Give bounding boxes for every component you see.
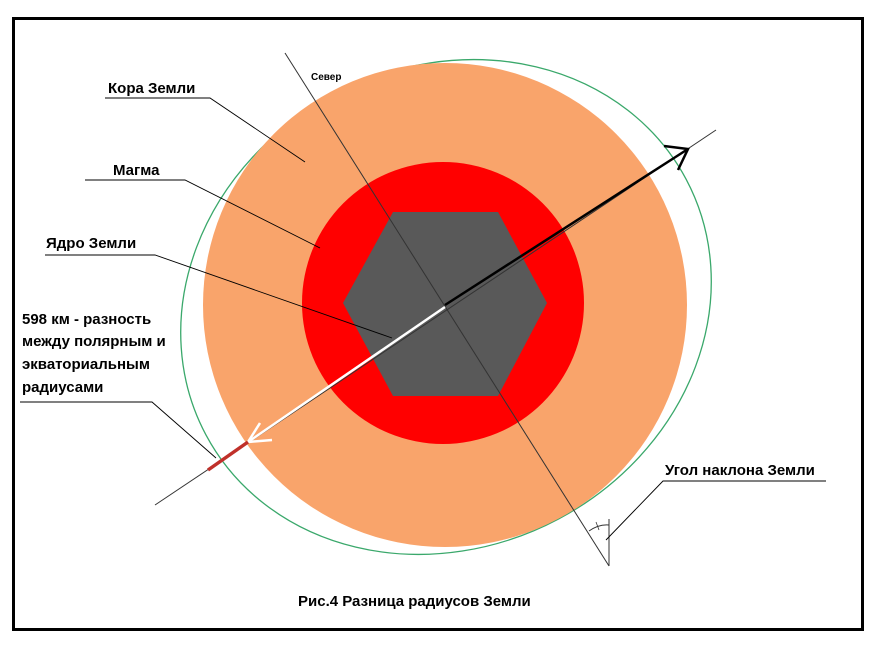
core-leader-line [45, 254, 393, 339]
difference-leader-line [20, 401, 217, 459]
difference-label-line-2: между полярным и [22, 333, 166, 350]
difference-label-line-4: радиусами [22, 379, 103, 396]
tilt-tick [595, 521, 600, 531]
polar-radius-arrow [247, 305, 446, 444]
tilt-angle-arc [588, 524, 610, 532]
difference-label-line-1: 598 км - разность [22, 311, 151, 328]
tilt-label: Угол наклона Земли [665, 462, 815, 479]
core-label: Ядро Земли [46, 235, 136, 252]
magma-leader-line [85, 179, 321, 249]
north-label: Север [311, 72, 341, 83]
tilt-leader-line [605, 480, 826, 541]
radius-difference-segment [206, 440, 250, 472]
magma-label: Магма [113, 162, 160, 179]
crust-label: Кора Земли [108, 80, 195, 97]
crust-leader-line [105, 97, 306, 163]
equatorial-arrow-head [663, 144, 690, 171]
equatorial-radius-arrow [444, 147, 689, 307]
diagram-frame [12, 17, 864, 631]
difference-label-line-3: экваториальным [22, 356, 150, 373]
figure-caption: Рис.4 Разница радиусов Земли [298, 593, 531, 610]
